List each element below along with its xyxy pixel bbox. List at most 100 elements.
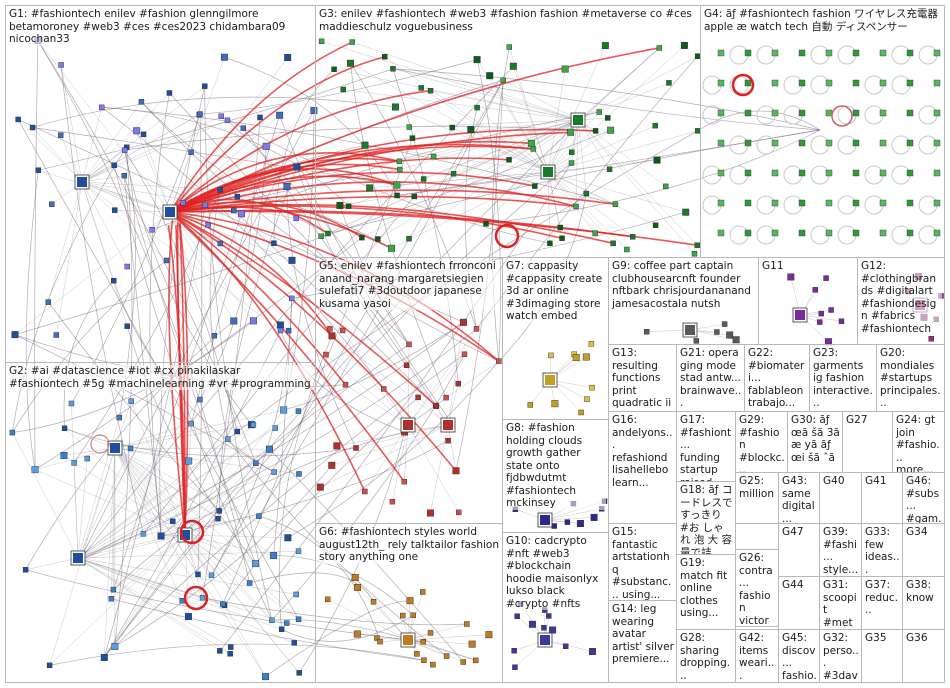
network-node xyxy=(366,184,374,192)
network-node xyxy=(584,396,590,402)
group-cell-g39[interactable]: G39: #fashi... style... xyxy=(819,523,862,577)
network-node xyxy=(323,351,329,358)
group-cell-g24[interactable]: G24: gt join #fashio... more... xyxy=(892,411,945,473)
group-cell-g46[interactable]: G46: #subs... #gam... xyxy=(902,472,945,524)
network-node xyxy=(409,135,416,141)
group-cell-g15[interactable]: G15: fantastic artstationhq #substanc...… xyxy=(608,523,677,601)
network-node xyxy=(220,53,228,61)
network-node xyxy=(68,400,75,407)
network-node xyxy=(227,644,234,650)
network-node xyxy=(561,65,569,73)
network-node xyxy=(284,534,292,542)
group-cell-g43[interactable]: G43: same digital... xyxy=(778,472,820,524)
network-node xyxy=(284,54,292,62)
group-cell-g17[interactable]: G17: #fashiont... funding startup raised… xyxy=(676,411,736,482)
network-edge xyxy=(544,517,595,521)
group-cell-g44[interactable]: G44 xyxy=(778,576,820,630)
network-node xyxy=(547,240,553,247)
network-node xyxy=(663,183,669,190)
network-edge xyxy=(169,117,261,213)
network-node xyxy=(610,240,616,247)
group-label-g7: G7: cappasity #cappasity create 3d ar on… xyxy=(506,260,606,323)
highlighted-edge xyxy=(169,56,386,213)
network-node xyxy=(485,631,493,639)
group-cell-g22[interactable]: G22: #biomateri... fablableon trabajo... xyxy=(744,344,810,412)
network-edge xyxy=(114,401,132,449)
network-node xyxy=(410,612,416,618)
group-cell-g42[interactable]: G42: items weari... xyxy=(735,629,779,683)
network-node xyxy=(216,508,222,514)
network-node xyxy=(652,222,659,228)
network-node xyxy=(680,41,688,49)
group-cell-g5[interactable]: G5: enilev #fashiontech frronconi anand_… xyxy=(315,257,503,524)
network-node xyxy=(285,327,292,334)
group-cell-g11[interactable]: G11 xyxy=(758,257,858,345)
group-cell-g27[interactable]: G27 xyxy=(842,411,893,473)
group-cell-g8[interactable]: G8: #fashion holding clouds growth gathe… xyxy=(502,419,609,533)
group-label-g19: G19: match fit online clothes using... xyxy=(680,557,733,620)
group-cell-g13[interactable]: G13: resulting functions print quadratic… xyxy=(608,344,677,412)
network-node xyxy=(852,169,860,177)
network-node xyxy=(411,193,418,200)
group-cell-g38[interactable]: G38: know xyxy=(902,576,945,630)
group-cell-g9[interactable]: G9: coffee part captain clubhousearcnft … xyxy=(608,257,759,345)
group-cell-g31[interactable]: G31: scoopit #meta... xyxy=(819,576,862,630)
network-node xyxy=(253,460,259,466)
network-edge xyxy=(392,424,409,502)
group-cell-g21[interactable]: G21: opera ging mode stad antw... brainw… xyxy=(676,344,745,412)
group-cell-g3[interactable]: G3: enilev #fashiontech #web3 #fashion f… xyxy=(315,5,701,258)
group-cell-g25[interactable]: G25: million xyxy=(735,472,779,524)
network-node xyxy=(592,230,598,236)
inter-group-edge xyxy=(280,330,405,433)
network-node xyxy=(500,77,506,83)
network-node xyxy=(180,200,186,206)
group-cell-g12[interactable]: G12: #clothingbrands #digitalart #fashio… xyxy=(857,257,945,345)
group-cell-g1[interactable]: G1: #fashiontech enilev #fashion glenngi… xyxy=(5,5,316,363)
group-cell-g47[interactable]: G47 xyxy=(778,523,820,577)
network-edge xyxy=(37,40,171,213)
network-node xyxy=(291,640,297,646)
network-node xyxy=(852,49,860,57)
network-node xyxy=(445,437,451,444)
group-cell-g10[interactable]: G10: cadcrypto #nft #web3 #blockchain ho… xyxy=(502,532,609,683)
group-cell-g18[interactable]: G18: ãƒ コードレスで すっきり #お しゃれ 泡 大 容量で詰... xyxy=(676,481,736,555)
group-cell-g37[interactable]: G37: reduc... xyxy=(861,576,903,630)
group-cell-g19[interactable]: G19: match fit online clothes using... xyxy=(676,554,736,630)
group-cell-g28[interactable]: G28: sharing dropping... xyxy=(676,629,736,683)
group-cell-g36[interactable]: G36 xyxy=(902,629,945,683)
group-cell-g20[interactable]: G20: mondiales #startups principales... xyxy=(876,344,945,412)
group-cell-g34[interactable]: G34 xyxy=(902,523,945,577)
group-cell-g30[interactable]: G30: ãƒ œã šã 3ã æ yã ãƒ œi šã ˆã xyxy=(787,411,843,473)
network-node xyxy=(230,317,238,325)
group-cell-g32[interactable]: G32: perso... #3dav... xyxy=(819,629,862,683)
group-cell-g41[interactable]: G41 xyxy=(861,472,903,524)
group-cell-g23[interactable]: G23: garments ig fashion interactive... xyxy=(809,344,877,412)
network-edge xyxy=(114,447,199,575)
group-cell-g6[interactable]: G6: #fashiontech styles world august12th… xyxy=(315,523,503,683)
network-node xyxy=(325,230,331,237)
network-node xyxy=(825,139,833,147)
network-edge xyxy=(77,557,220,652)
group-cell-g35[interactable]: G35 xyxy=(861,629,903,683)
group-cell-g14[interactable]: G14: leg wearing avatar artist' silver p… xyxy=(608,600,677,683)
group-cell-g26[interactable]: G26: contra... fashion victor specifi... xyxy=(735,549,779,627)
group-cell-g2[interactable]: G2: #ai #datascience #iot #cx pinakilask… xyxy=(5,362,316,683)
network-node xyxy=(234,428,241,435)
group-cell-g16[interactable]: G16: andelyons... refashiond lisahellebo… xyxy=(608,411,677,524)
group-cell-g29[interactable]: G29: #fashion #blockc... 2022... xyxy=(735,411,788,473)
network-edge xyxy=(547,171,656,226)
network-node xyxy=(396,158,403,165)
group-label-g42: G42: items weari... xyxy=(739,632,776,682)
network-node xyxy=(744,109,752,117)
network-node xyxy=(9,429,16,436)
network-node xyxy=(295,408,302,414)
group-cell-g7[interactable]: G7: cappasity #cappasity create 3d ar on… xyxy=(502,257,609,420)
network-node xyxy=(838,318,845,324)
group-cell-g33[interactable]: G33: few ideas... xyxy=(861,523,903,577)
network-node xyxy=(111,162,117,168)
network-edge xyxy=(113,534,186,590)
group-cell-g45[interactable]: G45: discov... fashio... xyxy=(778,629,820,683)
group-cell-g40[interactable]: G40 xyxy=(819,472,862,524)
group-cell-g4[interactable]: G4: ãƒ #fashiontech fashion ワイヤレス充電器 app… xyxy=(700,5,945,258)
